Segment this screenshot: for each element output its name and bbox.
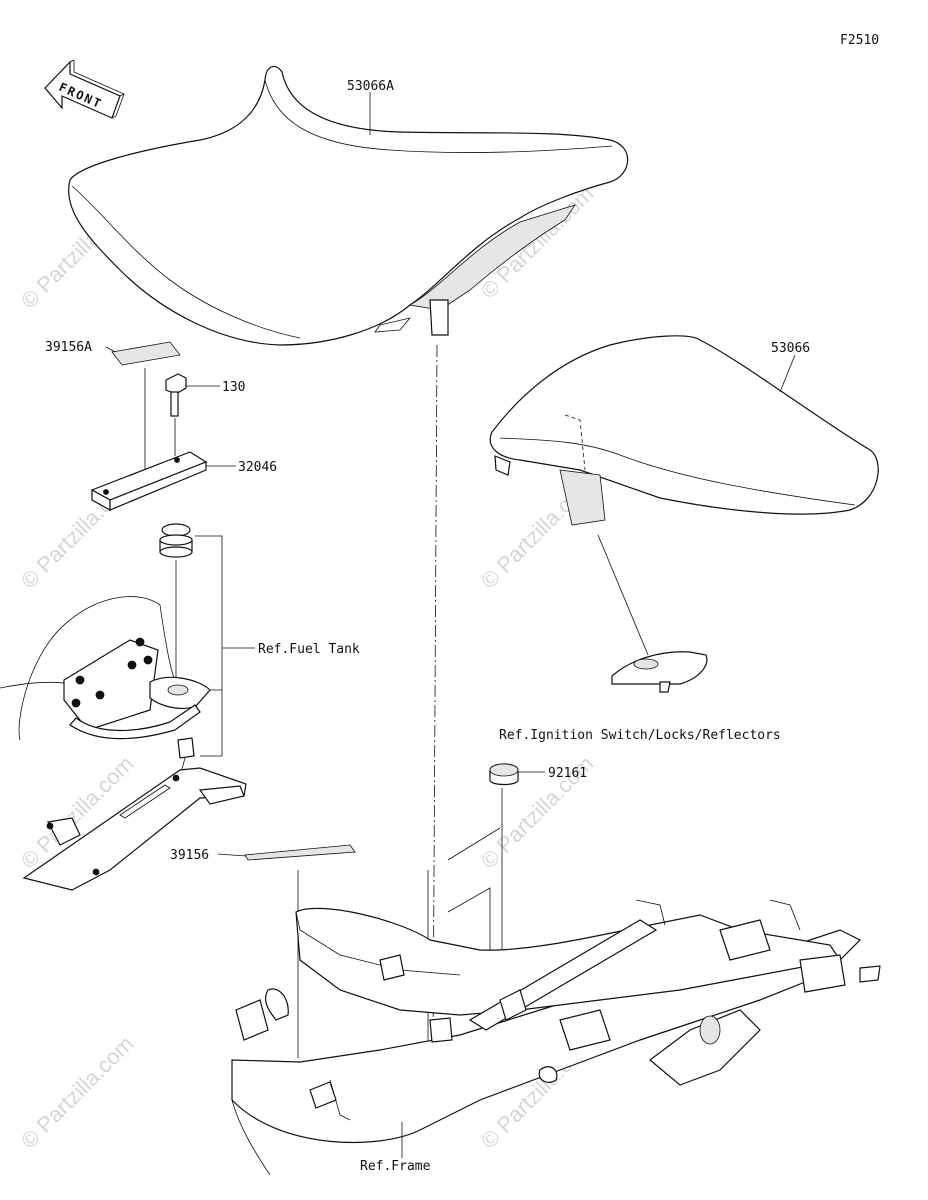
frame-assembly[interactable]	[231, 827, 881, 1176]
label-53066A: 53066A	[347, 79, 394, 94]
label-39156: 39156	[170, 848, 209, 863]
bolt-130[interactable]	[165, 373, 187, 417]
bracket-32046[interactable]	[90, 451, 208, 512]
leader-53066	[779, 354, 796, 393]
leader-fuel-tank	[195, 535, 223, 757]
rubber-grommet[interactable]	[159, 523, 193, 558]
label-130: 130	[222, 380, 245, 395]
diagram-code: F2510	[840, 33, 879, 48]
front-seat-53066A[interactable]	[68, 65, 629, 346]
pad-39156A[interactable]	[111, 341, 181, 366]
label-32046: 32046	[238, 460, 277, 475]
leader-39156	[217, 853, 247, 857]
label-ref-frame: Ref.Frame	[360, 1159, 431, 1174]
rear-seat-53066[interactable]	[489, 335, 879, 526]
alignment-line	[432, 344, 438, 1051]
cap-92161[interactable]	[489, 763, 519, 786]
label-53066: 53066	[771, 341, 810, 356]
leader-ignition-part	[597, 534, 649, 656]
label-39156A: 39156A	[45, 340, 92, 355]
label-ref-ignition: Ref.Ignition Switch/Locks/Reflectors	[499, 728, 781, 743]
leader-39156A	[105, 346, 116, 353]
fuel-tank-mount[interactable]	[0, 596, 211, 741]
label-ref-fuel-tank: Ref.Fuel Tank	[258, 642, 360, 657]
pad-39156[interactable]	[244, 844, 356, 861]
front-arrow-icon: FRONT	[44, 59, 125, 119]
ignition-lock-plate[interactable]	[611, 651, 708, 693]
mount-clip[interactable]	[177, 737, 195, 759]
label-92161: 92161	[548, 766, 587, 781]
watermark: © Partzilla.com	[16, 1031, 139, 1154]
cross-bracket[interactable]	[22, 767, 247, 891]
